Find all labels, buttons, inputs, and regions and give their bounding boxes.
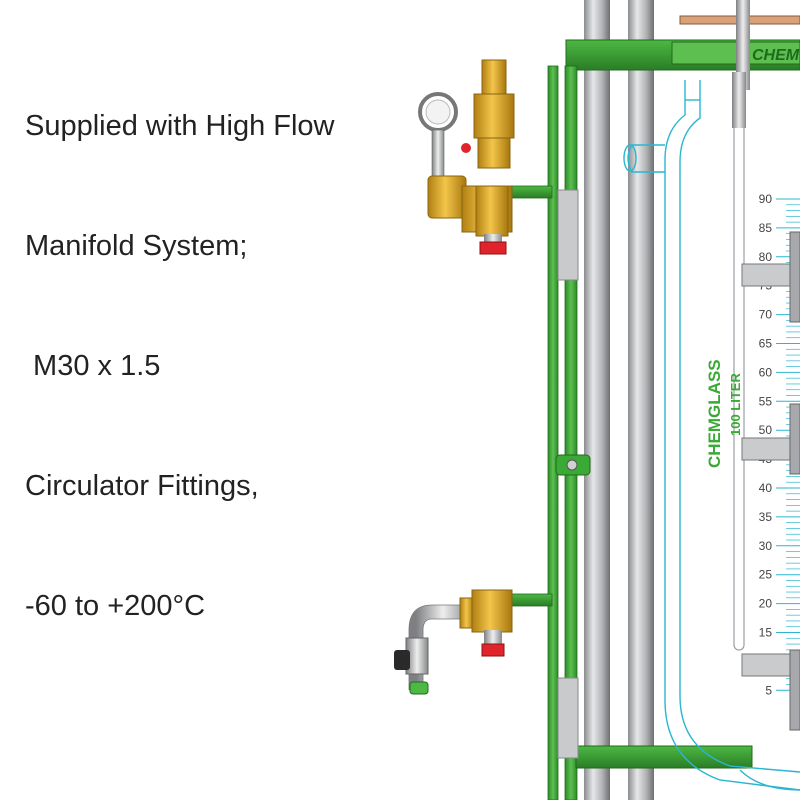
scale-tick-label: 85 [759, 221, 773, 235]
relief-valve-nut [477, 137, 511, 169]
brass-block [475, 185, 509, 237]
vessel-side-port-end [623, 144, 637, 172]
frame-vertical-left [547, 65, 559, 800]
caption-text: Supplied with High Flow Manifold System;… [25, 26, 334, 666]
support-rods [584, 0, 654, 800]
clamp-5 [741, 653, 800, 677]
frame-arm-bottom [507, 593, 553, 607]
coupling-steel-lower [484, 630, 502, 644]
red-cap-upper [479, 241, 507, 255]
vessel-bottom-outlet [739, 769, 800, 791]
red-cap-lower [481, 643, 505, 657]
thermowell [732, 72, 746, 651]
scale-tick-label: 80 [759, 250, 773, 264]
scale-tick-label: 55 [759, 394, 773, 408]
glass-vessel [623, 80, 800, 791]
frame-bracket-bottom [557, 677, 579, 759]
scale-tick-label: 50 [759, 423, 773, 437]
vessel-clamps [741, 231, 800, 731]
vessel-capacity: 100 LITER [728, 373, 743, 436]
scale-tick-label: 15 [759, 626, 773, 640]
brass-elbow [427, 175, 467, 219]
valve-knob [394, 650, 410, 670]
caption-line-3: M30 x 1.5 [25, 350, 161, 382]
manifold-frame [507, 39, 800, 800]
frame-bracket-top [557, 189, 579, 281]
vessel-outer-wall [664, 80, 800, 791]
scale-tick-label: 40 [759, 481, 773, 495]
clamp-6 [789, 649, 800, 731]
top-plate-brand: CHEM [752, 47, 800, 64]
scale-tick-label: 60 [759, 365, 773, 379]
relief-valve-body [473, 93, 515, 139]
caption-line-4: Circulator Fittings, [25, 470, 259, 502]
brass-block-lower [471, 589, 513, 633]
lower-fitting-assembly [394, 589, 513, 695]
scale-tick-label: 5 [765, 683, 772, 697]
steel-bend-outline [408, 604, 470, 690]
support-rod-left [584, 0, 610, 800]
clamp-2 [789, 231, 800, 323]
relief-valve-red-dot [461, 143, 471, 153]
frame-bolt [566, 459, 578, 471]
gauge-stem [431, 129, 445, 177]
caption-line-1: Supplied with High Flow [25, 110, 335, 142]
caption-line-5: -60 to +200°C [25, 590, 206, 622]
frame-arm-top [507, 185, 553, 199]
steel-bend-tube [409, 605, 470, 690]
scale-tick-label: 30 [759, 539, 773, 553]
clamp-3 [741, 437, 800, 461]
thermowell-tube [733, 89, 745, 651]
scale-tick-label: 35 [759, 510, 773, 524]
clamp-1 [741, 263, 800, 287]
support-rod-right [628, 0, 654, 800]
pressure-gauge-face [425, 99, 451, 125]
scale-tick-label: 25 [759, 568, 773, 582]
upper-fitting-assembly [418, 59, 515, 255]
clamp-4 [789, 403, 800, 475]
top-plate: CHEM [671, 0, 800, 90]
scale-tick-label: 65 [759, 337, 773, 351]
valve-green-tip [409, 681, 429, 695]
coupling-steel [484, 234, 502, 242]
vessel-brand-name: CHEMGLASS [705, 359, 724, 468]
scale-tick-label: 90 [759, 192, 773, 206]
vessel-inner-wall [679, 80, 800, 773]
top-rod [736, 0, 750, 90]
vessel-brand: CHEMGLASS 100 LITER [705, 359, 743, 468]
caption-line-2: Manifold System; [25, 230, 248, 262]
scale-tick-label: 20 [759, 597, 773, 611]
thermowell-top [732, 72, 746, 128]
relief-valve-cap [481, 59, 507, 95]
scale-tick-label: 70 [759, 308, 773, 322]
